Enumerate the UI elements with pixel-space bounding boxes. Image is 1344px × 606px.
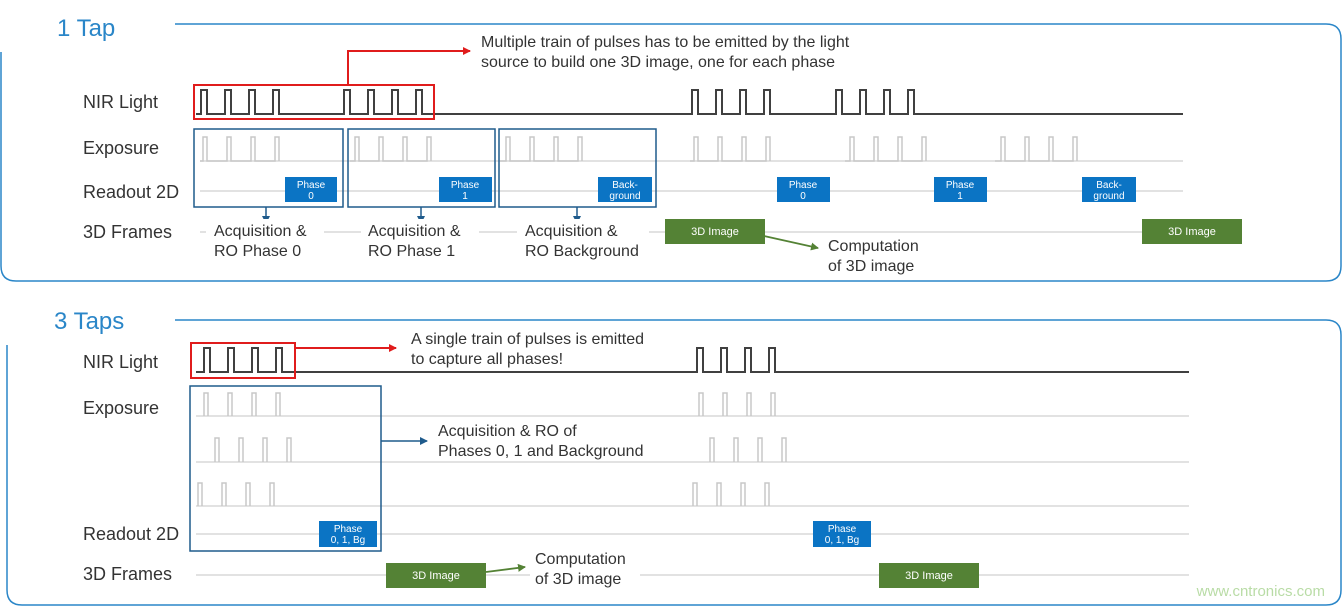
svg-text:3D Image: 3D Image	[905, 570, 953, 582]
row-label-nir: NIR Light	[83, 352, 158, 372]
acq-label-phase-0: Acquisition & RO Phase 0	[214, 223, 311, 260]
nir-pulses-highlight	[193, 84, 435, 120]
panel-1-title: 1 Tap	[57, 15, 115, 42]
panel-1-border	[0, 23, 1342, 282]
row-label-frames: 3D Frames	[83, 564, 172, 584]
panel-3-taps: 3 Taps NIR Light Exposure Readout 2D 3D …	[6, 308, 1342, 606]
nir-light-signal	[196, 347, 1189, 373]
callout-single-train: A single train of pulses is emitted to c…	[411, 331, 648, 368]
frame-box: 3D Image	[1142, 219, 1242, 244]
readout-box: Phase 0, 1, Bg	[813, 521, 871, 547]
readout-box: Phase 0, 1, Bg	[319, 521, 377, 547]
panel-3-title: 3 Taps	[54, 308, 124, 335]
svg-text:1: 1	[462, 191, 468, 202]
row-label-exposure: Exposure	[83, 398, 159, 418]
acq-group-all-phases	[189, 385, 382, 552]
row-label-nir: NIR Light	[83, 92, 158, 112]
computation-label: Computation of 3D image	[535, 551, 630, 588]
svg-text:Phase: Phase	[828, 524, 857, 535]
row-label-frames: 3D Frames	[83, 222, 172, 242]
row-label-readout: Readout 2D	[83, 182, 179, 202]
frame-box: 3D Image	[879, 563, 979, 588]
svg-text:0: 0	[308, 191, 314, 202]
callout-acq-all-phases: Acquisition & RO of Phases 0, 1 and Back…	[438, 423, 643, 460]
computation-label: Computation of 3D image	[828, 238, 923, 275]
exposure-signal	[197, 392, 787, 506]
panel-3-border	[6, 319, 1342, 606]
svg-text:Phase: Phase	[297, 180, 326, 191]
computation-arrow	[763, 235, 819, 251]
svg-text:Back-: Back-	[1096, 180, 1122, 191]
acq-group-phase-0	[193, 128, 344, 208]
svg-text:Back-: Back-	[612, 180, 638, 191]
svg-text:Phase: Phase	[451, 180, 480, 191]
svg-text:0: 0	[800, 191, 806, 202]
svg-text:3D Image: 3D Image	[1168, 226, 1216, 238]
svg-text:1: 1	[957, 191, 963, 202]
readout-box: Phase 0	[285, 177, 337, 202]
callout-multiple-trains: Multiple train of pulses has to be emitt…	[481, 34, 854, 71]
svg-text:0, 1, Bg: 0, 1, Bg	[331, 535, 365, 546]
readout-box: Phase 1	[439, 177, 492, 202]
readout-box: Back- ground	[1082, 177, 1136, 202]
svg-text:3D Image: 3D Image	[691, 226, 739, 238]
acq-label-phase-1: Acquisition & RO Phase 1	[368, 223, 465, 260]
computation-arrow	[485, 563, 526, 573]
svg-text:ground: ground	[1093, 191, 1124, 202]
row-label-exposure: Exposure	[83, 138, 159, 158]
svg-text:0, 1, Bg: 0, 1, Bg	[825, 535, 859, 546]
acq-label-background: Acquisition & RO Background	[525, 223, 639, 260]
svg-text:3D Image: 3D Image	[412, 570, 460, 582]
svg-text:Phase: Phase	[334, 524, 363, 535]
readout-box: Back- ground	[598, 177, 652, 202]
panel-1-tap: 1 Tap NIR Light Exposure Readout 2D 3D F…	[0, 15, 1342, 282]
readout-box: Phase 0	[777, 177, 830, 202]
watermark: www.cntronics.com	[1196, 583, 1325, 600]
svg-text:Phase: Phase	[789, 180, 818, 191]
svg-text:Phase: Phase	[946, 180, 975, 191]
readout-box: Phase 1	[934, 177, 987, 202]
svg-text:ground: ground	[609, 191, 640, 202]
frame-box: 3D Image	[665, 219, 765, 244]
nir-light-signal	[196, 89, 1183, 115]
row-label-readout: Readout 2D	[83, 524, 179, 544]
frame-box: 3D Image	[386, 563, 486, 588]
nir-pulses-highlight	[190, 342, 296, 379]
exposure-signal	[200, 136, 1078, 162]
highlight-arrow	[347, 47, 471, 85]
